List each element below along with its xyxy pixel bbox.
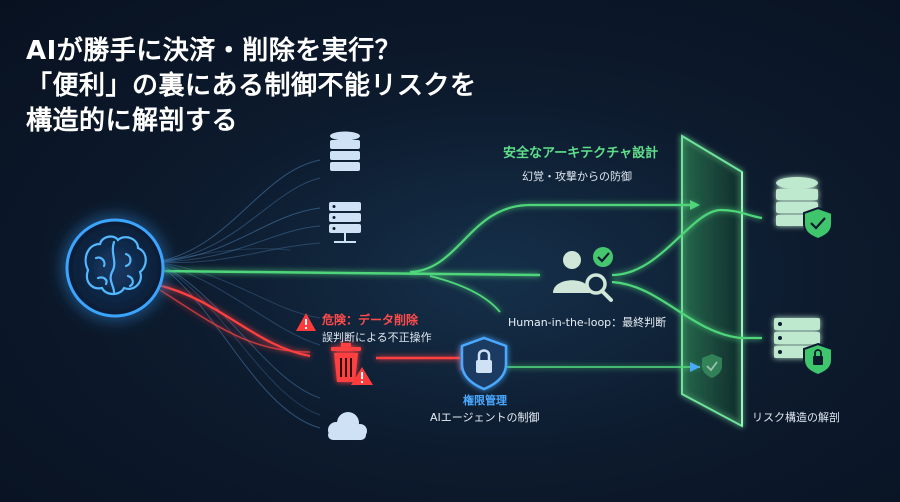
- warning-icon: [351, 367, 373, 385]
- safe-flows: [157, 203, 763, 368]
- danger-sub-label: 誤判断による不正操作: [322, 331, 432, 344]
- headline-line-1: AIが勝手に決済・削除を実行？: [26, 36, 402, 66]
- danger-label: 危険：データ削除: [322, 313, 419, 327]
- headline: AIが勝手に決済・削除を実行？ 「便利」の裏にある制御不能リスクを 構造的に解剖…: [26, 34, 477, 139]
- headline-line-3: 構造的に解剖する: [26, 106, 239, 136]
- server-icon: [329, 202, 361, 243]
- database-icon: [330, 131, 360, 171]
- trash-icon: [331, 343, 361, 382]
- permission-sub-label: AIエージェントの制御: [430, 411, 540, 424]
- flow-arrowhead: [690, 200, 700, 210]
- background-fibers: [154, 159, 321, 429]
- user-check-icon: [553, 247, 613, 302]
- glass-barrier: [681, 134, 743, 428]
- permission-label: 権限管理: [463, 394, 507, 407]
- headline-line-2: 「便利」の裏にある制御不能リスクを: [26, 71, 477, 101]
- ai-brain-node: [65, 218, 165, 318]
- flow-arrowhead: [690, 362, 700, 372]
- danger-flows: [157, 283, 464, 370]
- secure-architecture-label: 安全なアーキテクチャ設計: [503, 146, 659, 161]
- shield-check-icon: [702, 354, 722, 378]
- lock-shield-icon: [460, 336, 508, 391]
- warning-icon: [296, 313, 316, 331]
- shield-check-icon: [803, 206, 833, 241]
- risk-anatomy-label: リスク構造の解剖: [752, 411, 840, 424]
- database-icon: [776, 177, 818, 226]
- shield-lock-icon: [803, 342, 833, 377]
- secure-architecture-sub-label: 幻覚・攻撃からの防御: [522, 170, 632, 183]
- human-in-the-loop-label: Human-in-the-loop：最終判断: [508, 316, 667, 329]
- cloud-icon: [328, 412, 367, 440]
- brain-icon: [84, 235, 147, 296]
